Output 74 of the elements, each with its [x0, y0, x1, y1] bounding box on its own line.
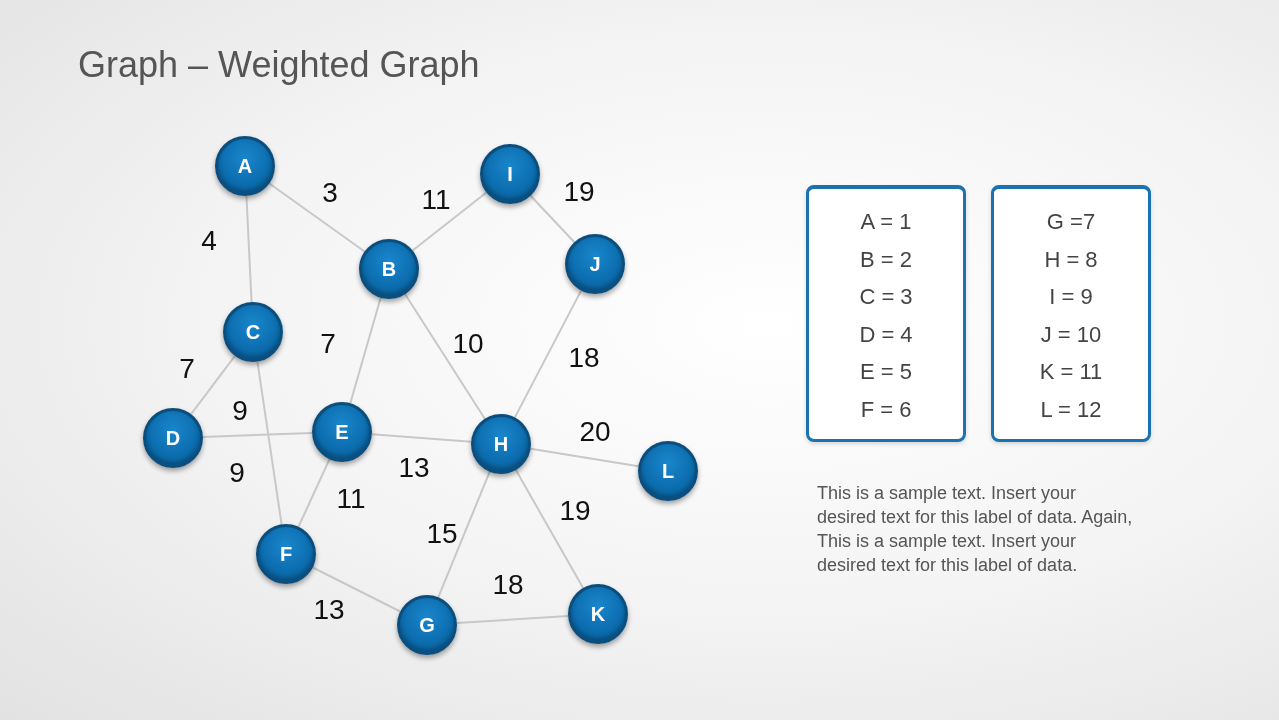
value-label: I = 9 [1048, 284, 1094, 310]
edge-weight: 13 [398, 453, 430, 483]
node-letter: D [165, 426, 181, 450]
value-label: J = 10 [1039, 321, 1103, 348]
edge-line [349, 296, 382, 405]
legend-card [806, 185, 966, 442]
edge-line [404, 293, 486, 420]
node-letter: B [381, 257, 397, 281]
edge-weight: 3 [322, 178, 338, 208]
edge-line [529, 194, 576, 244]
value-label: H = 8 [1043, 246, 1099, 273]
graph-node [568, 584, 628, 644]
description-text: This is a sample text. Insert your desired text for this label of data. Again, This is a sample text. Insert your desired text for this label of data. [817, 482, 1134, 577]
graph-node [312, 402, 372, 462]
graph-node [397, 595, 457, 655]
edge-weight: 9 [232, 396, 248, 426]
edge-line [311, 566, 402, 613]
node-letter: J [589, 252, 601, 276]
edge-weight: 18 [568, 343, 600, 373]
node-letter: A [237, 154, 253, 178]
edge-line [455, 614, 570, 625]
graph-node [143, 408, 203, 468]
edge-weight: 15 [426, 519, 458, 549]
edge-weight: 20 [579, 417, 611, 447]
edge-weight: 19 [559, 496, 591, 526]
edge-weight: 11 [336, 484, 366, 514]
node-letter: G [419, 613, 435, 637]
edge-line [256, 360, 283, 526]
edge-weight: 9 [229, 458, 245, 488]
node-letter: E [335, 420, 349, 444]
edge-line [370, 433, 473, 443]
node-letter: H [493, 432, 509, 456]
node-letter: L [661, 459, 675, 483]
edge-line [513, 289, 583, 419]
graph-node [256, 524, 316, 584]
edge-weight: 18 [492, 570, 524, 600]
graph-node [565, 234, 625, 294]
edge-line [529, 447, 640, 468]
legend-card [991, 185, 1151, 442]
edge-line [411, 191, 488, 252]
edge-weight: 19 [563, 177, 595, 207]
edge-weight: 11 [421, 185, 451, 215]
edge-line [437, 470, 491, 599]
edge-weight: 10 [452, 329, 484, 359]
value-label: K = 11 [1038, 359, 1104, 385]
edge-weight: 7 [179, 354, 195, 384]
edge-weight: 4 [201, 226, 217, 256]
value-label: A = 1 [859, 209, 913, 235]
edge-line [190, 354, 236, 416]
edge-line [297, 458, 331, 528]
slide-title: Graph – Weighted Graph [78, 44, 480, 86]
value-label: B = 2 [859, 246, 913, 273]
edge-line [202, 432, 313, 438]
edge-line [245, 194, 253, 304]
value-label: E = 5 [859, 359, 913, 385]
node-letter: F [279, 542, 293, 566]
edge-weight: 13 [313, 595, 345, 625]
graph-node [215, 136, 275, 196]
graph-node [480, 144, 540, 204]
node-letter: I [507, 162, 513, 186]
graph-node [359, 239, 419, 299]
node-letter: K [590, 602, 606, 626]
value-label: L = 12 [1039, 396, 1103, 423]
edge-line [514, 469, 585, 589]
node-letter: C [245, 320, 261, 344]
value-label: D = 4 [858, 321, 914, 348]
edge-weight: 7 [320, 329, 336, 359]
graph-node [471, 414, 531, 474]
graph-node [638, 441, 698, 501]
value-label: G =7 [1045, 209, 1097, 235]
value-label: F = 6 [859, 396, 913, 423]
value-label: C = 3 [858, 284, 914, 310]
edge-line [268, 182, 366, 253]
graph-node [223, 302, 283, 362]
